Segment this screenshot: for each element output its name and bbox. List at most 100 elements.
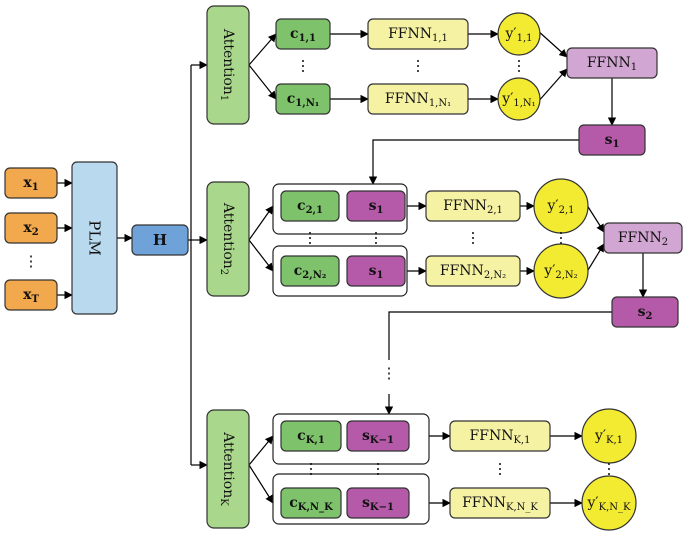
attention-block-1: Attention1 [206,5,250,125]
label-base: FFNN [462,495,506,511]
ellipsis: ⋮ [493,460,508,478]
s-output-shape [611,296,679,328]
label: FFNN1 [587,55,637,73]
context-vector: cK,1 [280,420,342,452]
label-subscript: 2 [645,311,652,322]
hidden-state-h-shape [131,224,189,256]
state-vector-shape [346,420,410,452]
label-subscript: K,1 [513,435,530,446]
attention-block-3-shape [206,409,250,529]
output-node-shape [497,77,541,121]
label-base: x [23,220,32,236]
label-subscript: 1 [376,205,383,216]
attention-block-2: Attention2 [206,181,250,297]
label-base: PLM [86,220,104,255]
label: s2 [638,304,653,322]
label-base: y′ [587,495,599,511]
label: FFNNK,N_K [462,495,538,513]
feedback-s1 [368,139,579,185]
label-subscript: 2,N₂ [302,270,326,281]
ffnn-block-shape [367,83,469,115]
input-x-1-shape [4,167,58,199]
label-base: x [23,175,32,191]
label-base: H [153,231,167,249]
label-base: Attention [220,28,236,95]
label-subscript: 2,N₂ [484,270,506,281]
input-ellipsis: ⋮ [24,252,39,270]
label: sK−1 [362,428,394,446]
arrow-output-to-merge [536,29,568,58]
label-subscript: 1,1 [299,33,316,44]
state-vector-shape [346,487,410,519]
ffnn-block-shape [425,190,521,222]
ffnn-block: FFNNK,1 [449,420,551,452]
label-base: s [638,304,646,320]
label: cK,1 [297,428,325,446]
label-base: c [287,91,296,107]
arrow-output-to-merge [536,68,568,104]
input-x-3: xT [4,279,58,311]
label-subscript: K,N_K [298,502,333,513]
ellipsis: ⋮ [369,229,384,247]
ffnn-block-shape [449,487,551,519]
label-base: c [289,495,298,511]
feedback-ellipsis: ⋮ [382,364,397,382]
label-base: FFNN [443,198,487,214]
output-node: y′2,N₂ [533,243,589,299]
label-base: x [23,287,32,303]
state-vector-shape [346,255,406,287]
context-vector-shape [275,83,331,115]
label-base: c [297,198,306,214]
label: y′2,1 [547,198,575,216]
output-node-shape [497,12,541,56]
label: FFNN2 [618,230,668,248]
label-base: Attention [220,202,236,269]
arrow-attention-to-row [248,64,277,100]
label-subscript: 1,N₁ [295,98,319,109]
arrow-attention-to-row [248,435,274,466]
label-base: c [297,428,306,444]
attention-block-1-shape [206,5,250,125]
label: c1,N₁ [287,91,320,109]
label-base: y′ [543,263,555,279]
label: x2 [23,220,38,238]
ellipsis: ⋮ [466,229,481,247]
attention-block-2-shape [206,181,250,297]
context-vector-shape [280,420,342,452]
label: FFNNK,1 [470,428,531,446]
label: FFNN1,1 [388,26,448,44]
label-subscript: 1,N₁ [513,98,535,109]
ellipsis: ⋮ [411,57,426,75]
label-subscript: 1 [32,182,39,193]
ellipsis: ⋮ [602,460,617,478]
ellipsis: ⋮ [371,460,386,478]
label-base: y′ [547,198,559,214]
label: y′1,N₁ [501,91,535,109]
context-vector-shape [280,255,340,287]
plm-block: PLM [71,161,118,315]
s-output-shape [578,124,646,156]
label: s1 [369,198,384,216]
context-vector-shape [275,18,331,50]
arrow-attention-to-row [248,205,274,241]
label-subscript: K,1 [306,435,325,446]
ffnn-block-shape [449,420,551,452]
ffnn-block: FFNN2,N₂ [425,255,521,287]
label-subscript: 2,N₂ [555,270,577,281]
state-vector: s1 [346,255,406,287]
arrow-attention-to-row [248,33,277,66]
merge-ffnn: FFNN1 [566,47,658,79]
ffnn-block-shape [367,18,469,50]
ellipsis: ⋮ [303,229,318,247]
output-node: y′2,1 [533,178,589,234]
label-base: FFNN [388,26,432,42]
label: Attention1 [219,28,237,101]
ffnn-block: FFNN1,1 [367,18,469,50]
ffnn-block-shape [425,255,521,287]
label-subscript: K−1 [370,435,394,446]
label-subscript: 1,N₁ [429,98,451,109]
label-subscript: 1,1 [432,33,448,44]
label-subscript: K−1 [370,502,394,513]
label-subscript: 1,1 [517,33,533,44]
